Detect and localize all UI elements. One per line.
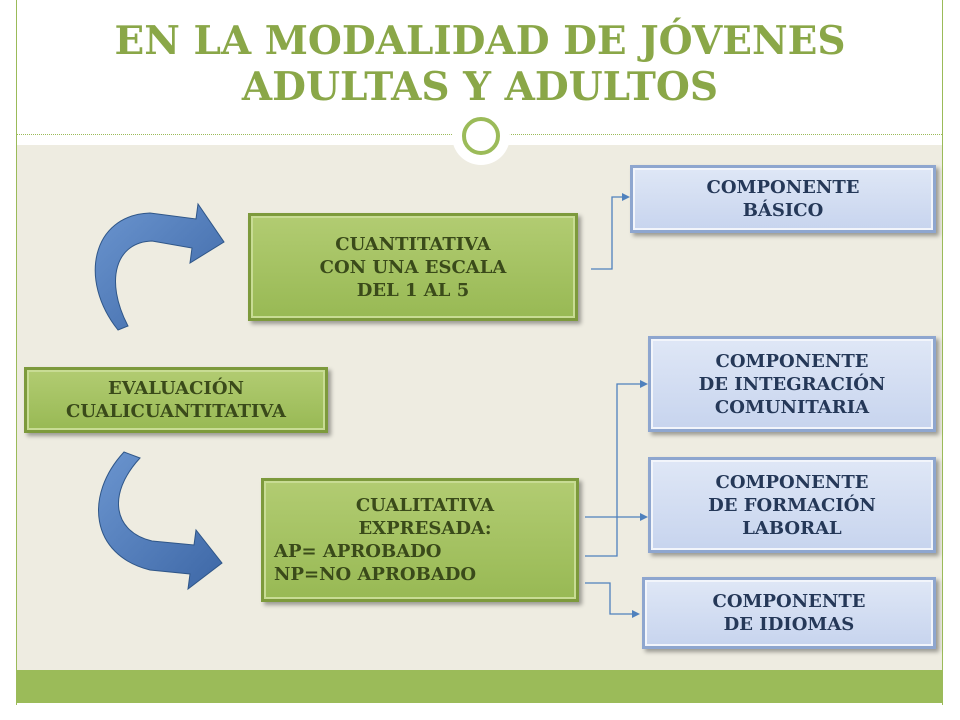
node-cualitativa-line3: AP= APROBADO <box>274 541 442 562</box>
node-cuantitativa-line1: CUANTITATIVA <box>335 233 491 255</box>
node-cualitativa: CUALITATIVA EXPRESADA: AP= APROBADO NP=N… <box>261 478 579 602</box>
node-integracion-line3: COMUNITARIA <box>714 396 870 418</box>
node-cualitativa-line4: NP=NO APROBADO <box>274 564 477 585</box>
node-componente-integracion: COMPONENTE DE INTEGRACIÓN COMUNITARIA <box>648 336 936 432</box>
node-cualitativa-line1: CUALITATIVA <box>355 495 495 516</box>
node-integracion-line1: COMPONENTE <box>715 350 869 372</box>
node-cuantitativa-line2: CON UNA ESCALA <box>319 256 507 278</box>
node-componente-idiomas: COMPONENTE DE IDIOMAS <box>642 577 936 649</box>
connector-cualitativa-integracion <box>585 383 644 557</box>
node-evaluacion-line2: CUALICUANTITATIVA <box>66 401 286 422</box>
node-evaluacion: EVALUACIÓN CUALICUANTITATIVA <box>24 367 328 433</box>
title-line-2: ADULTAS Y ADULTOS <box>241 64 719 110</box>
node-basico-line1: COMPONENTE <box>706 177 860 198</box>
arrowhead-formacion-icon <box>640 513 648 521</box>
circle-ornament-icon <box>462 117 500 155</box>
node-formacion-line3: LABORAL <box>742 517 842 539</box>
node-basico-line2: BÁSICO <box>742 200 824 221</box>
node-evaluacion-line1: EVALUACIÓN <box>108 378 244 399</box>
node-cualitativa-line2: EXPRESADA: <box>358 518 492 539</box>
node-componente-basico: COMPONENTE BÁSICO <box>630 165 936 233</box>
node-idiomas-line2: DE IDIOMAS <box>723 614 855 635</box>
title-line-1: EN LA MODALIDAD DE JÓVENES <box>114 18 846 64</box>
left-border <box>16 0 17 705</box>
footer-bar <box>17 670 942 703</box>
arrowhead-basico-icon <box>622 193 630 201</box>
curved-arrow-down-icon <box>98 451 223 591</box>
arrowhead-idiomas-icon <box>632 610 640 618</box>
arrowhead-integracion-icon <box>640 380 648 388</box>
curved-arrow-up-icon <box>94 202 225 331</box>
connector-cuantitativa-basico <box>591 196 626 270</box>
node-formacion-line1: COMPONENTE <box>715 471 869 493</box>
node-idiomas-line1: COMPONENTE <box>712 591 866 612</box>
node-cuantitativa-line3: DEL 1 AL 5 <box>356 279 470 301</box>
node-componente-formacion: COMPONENTE DE FORMACIÓN LABORAL <box>648 457 936 553</box>
node-integracion-line2: DE INTEGRACIÓN <box>698 373 886 395</box>
connector-cualitativa-idiomas <box>585 582 636 615</box>
node-cuantitativa: CUANTITATIVA CON UNA ESCALA DEL 1 AL 5 <box>248 213 578 321</box>
slide-title: EN LA MODALIDAD DE JÓVENES ADULTAS Y ADU… <box>20 18 940 110</box>
node-formacion-line2: DE FORMACIÓN <box>708 494 876 516</box>
right-border <box>942 0 943 705</box>
